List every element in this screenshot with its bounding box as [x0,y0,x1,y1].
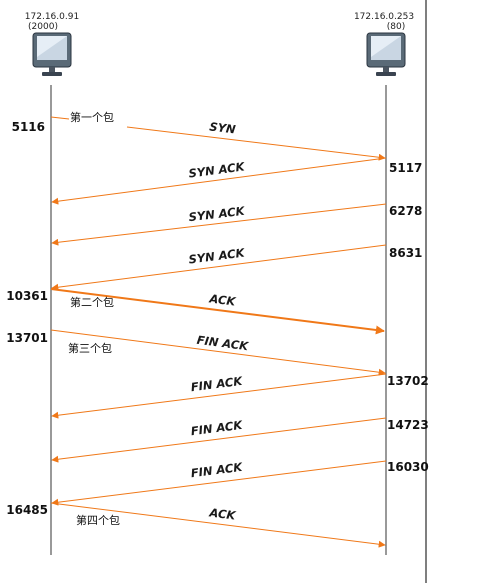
message-note: 第四个包 [76,513,120,527]
left-sequence-numbers: 5116 10361 13701 16485 [6,120,48,517]
message-label: ACK [208,505,238,522]
message-fin-ack: FIN ACK 第三个包 [50,329,386,376]
message-arrow [50,288,385,335]
message-label: FIN ACK [190,460,244,481]
seq-number: 8631 [389,246,422,260]
right-host-ip: 172.16.0.253 [354,12,414,22]
message-note: 第一个包 [70,110,114,124]
seq-number: 16030 [387,460,429,474]
left-host-ip: 172.16.0.91 [25,12,79,22]
message-ack: ACK 第四个包 [50,502,386,548]
seq-number: 6278 [389,204,422,218]
computer-monitor-icon [366,32,406,76]
message-arrow [51,157,387,205]
message-ack: ACK 第二个包 [50,288,385,335]
message-arrow [50,329,386,376]
seq-number: 10361 [6,289,48,303]
message-arrow [50,116,70,120]
message-syn-ack: SYN ACK [51,203,387,246]
message-arrow [50,502,386,548]
message-label: FIN ACK [190,418,244,439]
message-label: SYN ACK [188,204,246,225]
seq-number: 13701 [6,331,48,345]
seq-number: 16485 [6,503,48,517]
message-arrow [126,126,386,161]
message-fin-ack: FIN ACK [51,460,387,506]
left-host: 172.16.0.91 (2000) [25,12,79,76]
seq-number: 5116 [12,120,45,134]
message-syn-ack: SYN ACK [51,157,387,205]
message-label: FIN ACK [196,333,250,354]
messages: SYN 第一个包 SYN ACK SYN ACK SYN ACK ACK 第二个… [50,110,387,548]
message-fin-ack: FIN ACK [51,417,387,463]
message-arrow [51,244,387,291]
message-arrow [51,460,387,506]
message-syn: SYN 第一个包 [50,110,386,161]
message-fin-ack: FIN ACK [51,373,387,419]
message-label: SYN [209,120,237,137]
right-host-port: (80) [387,22,405,32]
right-sequence-numbers: 5117 6278 8631 13702 14723 16030 [387,161,429,474]
message-arrow [51,373,387,419]
computer-monitor-icon [32,32,72,76]
message-arrow [51,203,387,246]
message-syn-ack: SYN ACK [51,244,387,291]
message-note: 第三个包 [68,341,112,355]
message-label: SYN ACK [188,245,247,266]
right-host: 172.16.0.253 (80) [354,12,414,76]
message-label: ACK [208,291,238,308]
message-label: FIN ACK [190,374,244,395]
message-arrow [51,417,387,463]
seq-number: 13702 [387,374,429,388]
seq-number: 5117 [389,161,422,175]
seq-number: 14723 [387,418,429,432]
message-note: 第二个包 [70,295,114,309]
left-host-port: (2000) [28,22,58,32]
